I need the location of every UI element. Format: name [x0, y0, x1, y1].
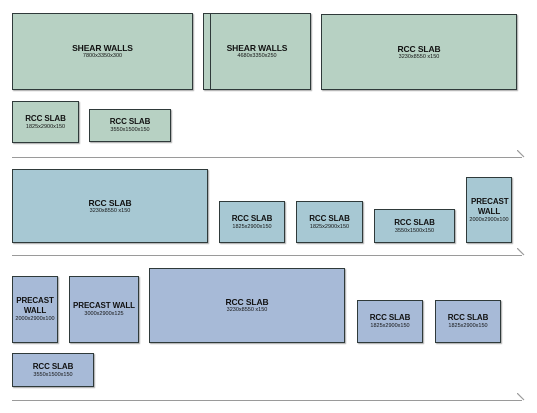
panel-name: RCC SLAB [88, 197, 132, 208]
row-2-baseline [12, 255, 522, 256]
panel-name: RCC SLAB [32, 361, 74, 371]
panel-name: RCC SLAB [25, 113, 66, 123]
row-3-baseline [12, 400, 522, 401]
panel-name: SHEAR WALLS [226, 43, 288, 53]
panel-dims: 1825x2900x150 [309, 223, 350, 230]
row-1-arrow-icon [517, 150, 525, 158]
panel-name: RCC SLAB [309, 213, 350, 223]
panel-rcc-slab-11: RCC SLAB 3550x1500x150 [12, 353, 94, 387]
panel-rcc-slab-5: RCC SLAB 1825x2900x150 [219, 201, 285, 243]
panel-dims: 3230x8550 x150 [226, 307, 268, 313]
panel-dims: 2000x2900x100 [15, 316, 55, 322]
panel-dims: 1825x2900x150 [370, 323, 410, 329]
row-3-arrow-icon [517, 393, 525, 401]
panel-rcc-slab-9: RCC SLAB 1825x2900x150 [357, 300, 423, 343]
panel-precast-wall-3: PRECAST WALL 3000x2900x125 [69, 276, 139, 343]
panel-rcc-slab-10: RCC SLAB 1825x2900x150 [435, 300, 501, 343]
panel-shear-wall-1: SHEAR WALLS 7800x3350x300 [12, 13, 193, 90]
row-1-baseline [12, 157, 522, 158]
panel-name: RCC SLAB [225, 297, 269, 307]
panel-name: RCC SLAB [109, 117, 151, 126]
panel-dims: 1825x2900x150 [25, 123, 66, 130]
panel-rcc-slab-7: RCC SLAB 3550x1500x150 [374, 209, 455, 243]
panel-dims: 7800x3350x300 [82, 53, 123, 59]
panel-name: PRECAST WALL [73, 301, 135, 310]
panel-name: RCC SLAB [231, 213, 273, 223]
panel-dims: 1825x2900x150 [232, 223, 272, 230]
panel-rcc-slab-8: RCC SLAB 3230x8550 x150 [149, 268, 345, 343]
panel-dims: 4680x3350x250 [237, 53, 277, 59]
panel-name: SHEAR WALLS [72, 43, 133, 53]
panel-rcc-slab-2: RCC SLAB 1825x2900x150 [12, 101, 79, 143]
row-2-arrow-icon [517, 248, 525, 256]
panel-dims: 3230x8550 x150 [398, 53, 440, 60]
panel-dims: 3000x2900x125 [84, 311, 124, 317]
panel-rcc-slab-3: RCC SLAB 3550x1500x150 [89, 109, 171, 142]
panel-rcc-slab-4: RCC SLAB 3230x8550 x150 [12, 169, 208, 243]
panel-rcc-slab-1: RCC SLAB 3230x8550 x150 [321, 14, 517, 90]
panel-precast-wall-2: PRECAST WALL 2000x2900x100 [12, 276, 58, 343]
panel-dims: 3550x1500x150 [110, 127, 150, 133]
panel-rcc-slab-6: RCC SLAB 1825x2900x150 [296, 201, 363, 243]
panel-dims: 1825x2900x150 [448, 323, 488, 329]
panel-precast-wall-1: PRECAST WALL 2000x2900x100 [466, 177, 512, 243]
panel-name: RCC SLAB [447, 313, 489, 322]
panel-shear-wall-2: SHEAR WALLS 4680x3350x250 [203, 13, 311, 90]
panel-dims: 3550x1500x150 [394, 227, 435, 234]
panel-name: RCC SLAB [394, 217, 435, 227]
panel-dims: 2000x2900x100 [469, 216, 509, 223]
panel-dims: 3550x1500x150 [33, 371, 73, 378]
panel-dims: 3230x8550 x150 [89, 207, 131, 214]
panel-name: RCC SLAB [397, 43, 441, 54]
panel-name: RCC SLAB [369, 313, 411, 322]
panel-name: PRECAST WALL [471, 196, 509, 216]
panel-seam [210, 14, 211, 89]
panel-name: PRECAST WALL [16, 296, 54, 315]
